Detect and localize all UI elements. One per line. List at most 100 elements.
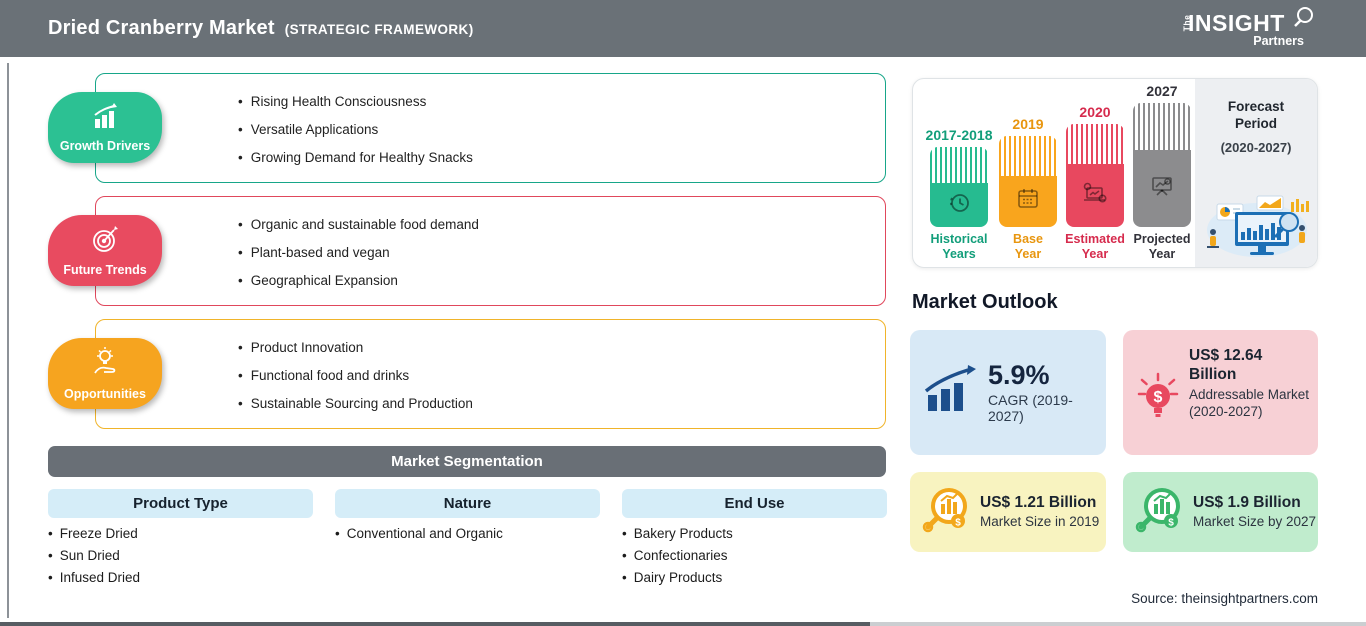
- bar-body: [1133, 150, 1191, 228]
- addressable-market-text: US$ 12.64 Billion Addressable Market (20…: [1189, 346, 1310, 421]
- bar: [1133, 103, 1191, 228]
- nature-list: Conventional and Organic: [335, 526, 503, 541]
- list-item: Geographical Expansion: [238, 273, 479, 288]
- list-item: Confectionaries: [622, 548, 733, 563]
- market-segmentation-title: Market Segmentation: [391, 453, 543, 470]
- growth-drivers-box: Rising Health Consciousness Versatile Ap…: [95, 73, 886, 183]
- list-item: Organic and sustainable food demand: [238, 217, 479, 232]
- bar: [930, 147, 988, 228]
- bar-stripes: [930, 147, 988, 184]
- timeline-bar-historical: 2017-2018 Historical Years: [926, 127, 993, 261]
- timeline-bar-base: 2019 Base Yea: [998, 116, 1058, 261]
- list-item: Freeze Dried: [48, 526, 140, 541]
- timeline-card: Forecast Period (2020-2027): [912, 78, 1318, 268]
- bar-stripes: [1133, 103, 1191, 151]
- caption-line: Historical: [930, 232, 988, 247]
- list-item: Functional food and drinks: [238, 368, 473, 383]
- growth-drivers-list: Rising Health Consciousness Versatile Ap…: [238, 74, 473, 184]
- list-item: Dairy Products: [622, 570, 733, 585]
- list-item: Sun Dried: [48, 548, 140, 563]
- analytics-illustration: [1199, 194, 1313, 263]
- future-trends-list: Organic and sustainable food demand Plan…: [238, 197, 479, 307]
- cagr-label: CAGR (2019-2027): [988, 391, 1073, 424]
- market-size-2027-label: Market Size by 2027: [1193, 514, 1317, 530]
- opportunities-box: Product Innovation Functional food and d…: [95, 319, 886, 429]
- header-bar: Dried Cranberry Market (STRATEGIC FRAMEW…: [0, 0, 1366, 57]
- cagr-text: 5.9% CAGR (2019-2027): [988, 360, 1106, 424]
- list-item: Sustainable Sourcing and Production: [238, 396, 473, 411]
- caption-line: Estimated: [1065, 232, 1125, 247]
- caption-line: Base: [1013, 232, 1043, 247]
- insight-partners-logo: The INSIGHT Partners: [1180, 7, 1313, 52]
- product-type-list: Freeze Dried Sun Dried Infused Dried: [48, 526, 140, 585]
- market-size-2019-card: $ US$ 1.21 Billion Market Size in 2019: [910, 472, 1106, 552]
- page-title: Dried Cranberry Market: [48, 17, 275, 39]
- growth-chart-icon: [89, 102, 121, 136]
- column-header-label: Nature: [443, 495, 492, 512]
- list-item: Product Innovation: [238, 340, 473, 355]
- market-size-2019-text: US$ 1.21 Billion Market Size in 2019: [980, 493, 1099, 531]
- bottom-border-light: [870, 622, 1366, 626]
- timeline-year: 2027: [1146, 83, 1178, 100]
- caption-line: Year: [1148, 246, 1176, 261]
- opportunities-pill: Opportunities: [48, 338, 162, 409]
- logo-partners-text: Partners: [1253, 34, 1304, 48]
- list-item: Rising Health Consciousness: [238, 94, 473, 109]
- future-trends-box: Organic and sustainable food demand Plan…: [95, 196, 886, 306]
- list-item: Plant-based and vegan: [238, 245, 479, 260]
- timeline-bar-estimated: 2020 Estimated: [1065, 104, 1125, 261]
- market-segmentation-banner: Market Segmentation: [48, 446, 886, 477]
- cagr-card: 5.9% CAGR (2019-2027): [910, 330, 1106, 455]
- estimate-laptop-icon: [1081, 180, 1109, 211]
- market-size-2027-card: $ US$ 1.9 Billion Market Size by 2027: [1123, 472, 1318, 552]
- market-size-2019-label: Market Size in 2019: [980, 514, 1100, 530]
- left-border-line: [7, 63, 9, 618]
- timeline-caption: Projected Year: [1134, 232, 1191, 261]
- end-use-header: End Use: [622, 489, 887, 518]
- timeline-year: 2017-2018: [925, 127, 993, 144]
- product-type-header: Product Type: [48, 489, 313, 518]
- growth-drivers-pill: Growth Drivers: [48, 92, 162, 163]
- list-item: Versatile Applications: [238, 122, 473, 137]
- market-size-2019-value: US$ 1.21 Billion: [980, 494, 1097, 512]
- column-header-label: End Use: [724, 495, 785, 512]
- timeline-caption: Estimated Year: [1065, 232, 1125, 261]
- growth-drivers-label: Growth Drivers: [59, 138, 151, 153]
- dollar-bulb-icon: $: [1135, 372, 1181, 429]
- end-use-list: Bakery Products Confectionaries Dairy Pr…: [622, 526, 733, 585]
- list-item: Bakery Products: [622, 526, 733, 541]
- nature-header: Nature: [335, 489, 600, 518]
- magnifier-chart-orange-icon: $: [920, 484, 972, 541]
- addressable-market-card: $ US$ 12.64 Billion Addressable Market (…: [1123, 330, 1318, 455]
- history-clock-icon: [946, 190, 972, 221]
- list-item: Conventional and Organic: [335, 526, 503, 541]
- projection-board-icon: [1148, 173, 1176, 204]
- magnifier-icon: [1292, 5, 1318, 36]
- market-outlook-grid: 5.9% CAGR (2019-2027) $: [910, 330, 1318, 552]
- future-trends-label: Future Trends: [63, 262, 147, 277]
- opportunities-list: Product Innovation Functional food and d…: [238, 320, 473, 430]
- opportunities-label: Opportunities: [64, 386, 146, 401]
- timeline-caption: Historical Years: [931, 232, 988, 261]
- list-item: Growing Demand for Healthy Snacks: [238, 150, 473, 165]
- calendar-icon: [1015, 186, 1041, 217]
- timeline-bar-projected: 2027 Projected: [1132, 83, 1192, 261]
- bulb-hand-icon: [88, 346, 122, 384]
- market-outlook-title: Market Outlook: [912, 291, 1058, 313]
- bar-body: [930, 183, 988, 228]
- future-trends-section: Organic and sustainable food demand Plan…: [48, 196, 886, 306]
- column-header-label: Product Type: [133, 495, 228, 512]
- cagr-value: 5.9%: [988, 360, 1050, 391]
- bar: [999, 136, 1057, 228]
- market-size-2027-text: US$ 1.9 Billion Market Size by 2027: [1193, 493, 1316, 531]
- bar-stripes: [999, 136, 1057, 177]
- svg-text:$: $: [955, 517, 961, 528]
- timeline-year: 2020: [1079, 104, 1111, 121]
- caption-line: Projected: [1133, 232, 1191, 247]
- forecast-period-label: Period: [1234, 115, 1277, 131]
- addressable-market-label: Addressable Market (2020-2027): [1189, 386, 1310, 420]
- caption-line: Years: [942, 246, 976, 261]
- bar-body: [1066, 164, 1124, 228]
- market-size-2027-value: US$ 1.9 Billion: [1193, 494, 1301, 512]
